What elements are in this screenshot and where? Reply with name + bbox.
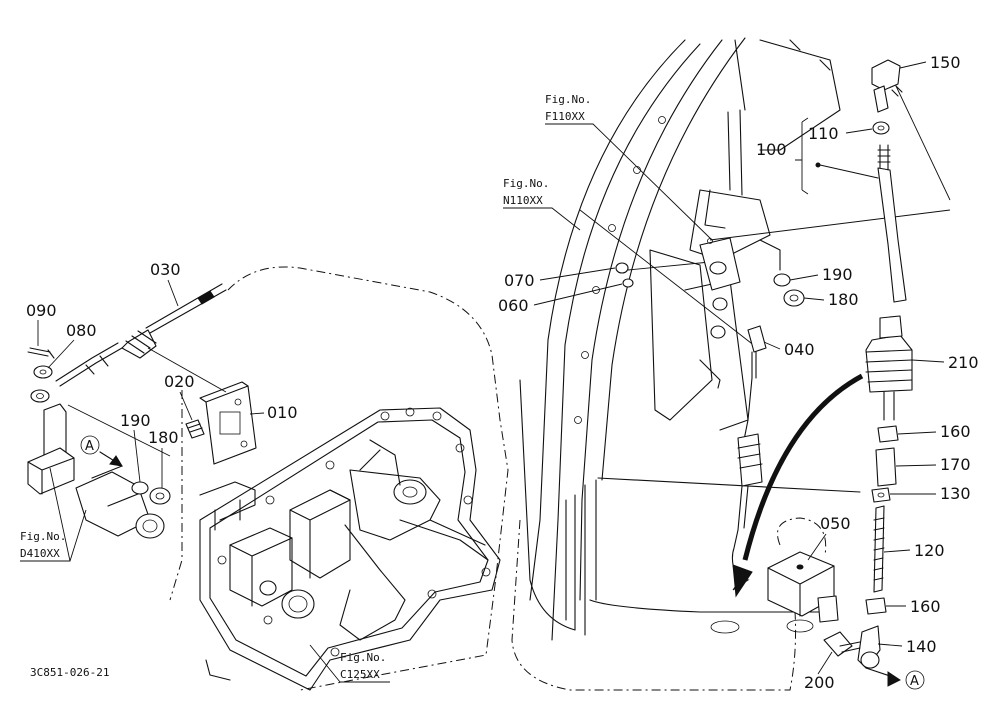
part-labels: 030 090 080 020 010 190 180 070 060 040 … xyxy=(26,53,979,692)
diagram-code: 3C851-026-21 xyxy=(30,666,109,679)
label-100[interactable]: 100 xyxy=(756,140,787,159)
label-190-left[interactable]: 190 xyxy=(120,411,151,430)
label-190-right[interactable]: 190 xyxy=(822,265,853,284)
label-160-bottom[interactable]: 160 xyxy=(910,597,941,616)
marker-a-right: A xyxy=(905,670,925,690)
fig-no-f110: Fig.No. xyxy=(545,93,591,106)
label-010[interactable]: 010 xyxy=(267,403,298,422)
label-170[interactable]: 170 xyxy=(940,455,971,474)
label-070[interactable]: 070 xyxy=(504,271,535,290)
bracket-010 xyxy=(147,347,257,465)
cab-frame xyxy=(511,37,951,691)
label-130[interactable]: 130 xyxy=(940,484,971,503)
label-020[interactable]: 020 xyxy=(164,372,195,391)
fig-no-d410: Fig.No. xyxy=(20,530,66,543)
label-140[interactable]: 140 xyxy=(906,637,937,656)
label-210[interactable]: 210 xyxy=(948,353,979,372)
fig-ref-d410[interactable]: D410XX xyxy=(20,547,60,560)
fig-no-n110: Fig.No. xyxy=(503,177,549,190)
label-150[interactable]: 150 xyxy=(930,53,961,72)
label-030[interactable]: 030 xyxy=(150,260,181,279)
ball-joint-150 xyxy=(871,59,903,135)
figure-references: Fig.No. F110XX Fig.No. N110XX Fig.No. D4… xyxy=(20,93,713,683)
label-050[interactable]: 050 xyxy=(820,514,851,533)
shift-lever-100 xyxy=(795,117,907,303)
cab-cable xyxy=(731,325,767,591)
cable-end-080 xyxy=(27,347,55,403)
transmission-case xyxy=(169,266,509,691)
marker-a-left-text: A xyxy=(85,439,94,454)
marker-a-right-text: A xyxy=(910,674,919,689)
fig-ref-f110[interactable]: F110XX xyxy=(545,110,585,123)
label-180-right[interactable]: 180 xyxy=(828,290,859,309)
fig-ref-n110[interactable]: N110XX xyxy=(503,194,543,207)
knob-210 xyxy=(865,315,913,421)
control-cable-030 xyxy=(55,283,227,387)
marker-a-left: A xyxy=(80,435,123,467)
fig-no-c125: Fig.No. xyxy=(340,651,386,664)
cushion-050 xyxy=(767,551,861,657)
fig-ref-c125[interactable]: C125XX xyxy=(340,668,380,681)
label-110[interactable]: 110 xyxy=(808,124,839,143)
rod-stack xyxy=(857,425,901,687)
label-080[interactable]: 080 xyxy=(66,321,97,340)
shift-shaft xyxy=(27,403,171,539)
label-200[interactable]: 200 xyxy=(804,673,835,692)
label-120[interactable]: 120 xyxy=(914,541,945,560)
label-090[interactable]: 090 xyxy=(26,301,57,320)
label-040[interactable]: 040 xyxy=(784,340,815,359)
label-060[interactable]: 060 xyxy=(498,296,529,315)
label-180-left[interactable]: 180 xyxy=(148,428,179,447)
shift-bracket-assembly xyxy=(615,237,805,339)
routing-arrow xyxy=(732,373,864,598)
label-160-top[interactable]: 160 xyxy=(940,422,971,441)
